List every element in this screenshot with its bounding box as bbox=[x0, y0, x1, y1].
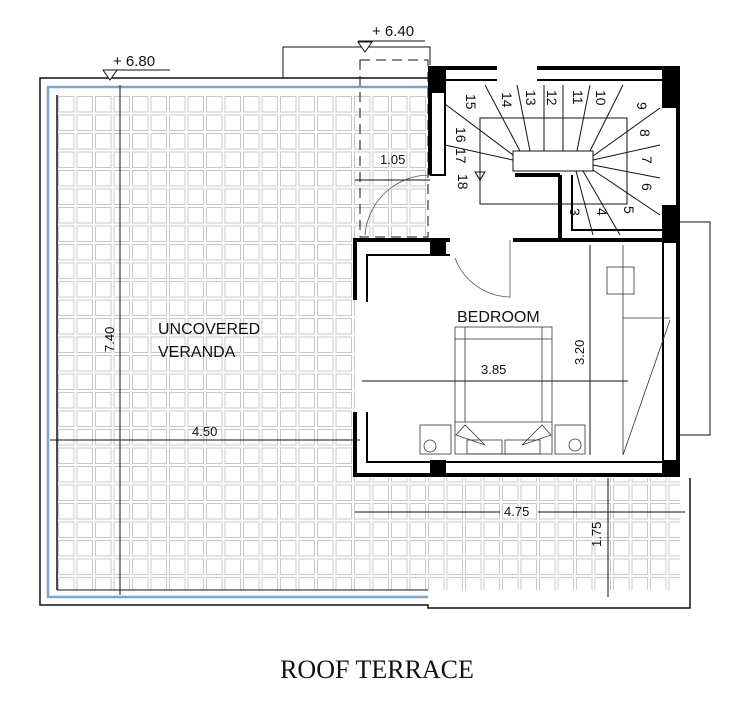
dim-bedroom-width: 3.85 bbox=[481, 362, 506, 377]
terrace-outline bbox=[39, 46, 711, 609]
dim-front-terrace-width: 4.75 bbox=[504, 504, 529, 519]
dim-veranda-width: 4.50 bbox=[192, 424, 217, 439]
step-5: 5 bbox=[621, 206, 637, 214]
level-terrace-label: + 6.80 bbox=[113, 53, 155, 70]
dim-veranda-height: 7.40 bbox=[102, 327, 117, 352]
level-marker-terrace: + 6.80 bbox=[102, 53, 170, 81]
dim-bedroom-depth: 3.20 bbox=[572, 340, 587, 365]
step-8: 8 bbox=[637, 129, 653, 137]
house: 3 4 5 6 7 8 9 10 11 12 13 14 15 16 17 18 bbox=[353, 59, 680, 478]
step-15: 15 bbox=[463, 94, 479, 110]
level-marker-stair: + 6.40 bbox=[357, 23, 425, 53]
step-7: 7 bbox=[639, 156, 655, 164]
nightstands bbox=[419, 424, 586, 455]
step-11: 11 bbox=[570, 90, 586, 105]
step-16: 16 bbox=[453, 127, 469, 143]
room-label-bedroom: BEDROOM bbox=[457, 309, 540, 326]
bed bbox=[454, 326, 553, 455]
step-3: 3 bbox=[567, 208, 583, 216]
parapet-line bbox=[46, 85, 428, 599]
step-4: 4 bbox=[594, 208, 610, 216]
step-13: 13 bbox=[523, 90, 539, 106]
room-label-veranda: VERANDA bbox=[158, 344, 236, 361]
plan-title: ROOF TERRACE bbox=[280, 655, 474, 684]
step-12: 12 bbox=[544, 90, 560, 106]
staircase bbox=[444, 84, 661, 236]
step-9: 9 bbox=[634, 102, 650, 110]
step-18: 18 bbox=[455, 174, 471, 190]
room-label-uncovered: UNCOVERED bbox=[158, 321, 260, 338]
dimension-lines bbox=[50, 85, 685, 597]
step-6: 6 bbox=[639, 183, 655, 191]
step-17: 17 bbox=[453, 148, 469, 164]
level-stair-label: + 6.40 bbox=[372, 23, 414, 40]
step-10: 10 bbox=[593, 90, 609, 106]
wardrobe bbox=[606, 245, 671, 456]
stair-step-numbers: 3 4 5 6 7 8 9 10 11 12 13 14 15 16 17 18 bbox=[453, 90, 655, 216]
front-terrace-tiles bbox=[360, 478, 680, 590]
dim-door-width: 1.05 bbox=[380, 152, 405, 167]
dim-front-terrace-depth: 1.75 bbox=[589, 522, 604, 547]
step-14: 14 bbox=[499, 92, 515, 108]
